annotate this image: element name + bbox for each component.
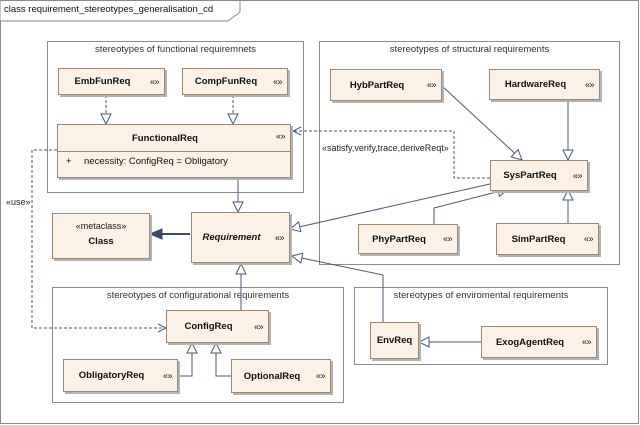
attribute-necessity: necessity: ConfigReq = Obligatory — [84, 156, 228, 167]
class-hyb-part-req[interactable]: HybPartReq «» — [330, 69, 442, 101]
class-optional-req-name: OptionalReq — [243, 370, 301, 382]
package-structural-title: stereotypes of structural requirements — [389, 44, 550, 55]
class-requirement-name: Requirement — [202, 232, 261, 243]
class-config-req[interactable]: ConfigReq «» — [166, 310, 269, 343]
stereotype-icon: «» — [584, 79, 595, 89]
stereotype-icon: «» — [583, 233, 594, 244]
stereotype-icon: «» — [275, 131, 286, 141]
class-hardware-req-name: HardwareReq — [504, 79, 567, 90]
edge-syspart-satisfy-functional — [293, 131, 490, 179]
stereotype-icon: «» — [149, 76, 160, 86]
package-configurational-title: stereotypes of configurational requireme… — [106, 290, 290, 301]
class-sys-part-req[interactable]: SysPartReq «» — [490, 160, 588, 191]
stereotype-icon: «» — [253, 321, 264, 331]
class-sim-part-req[interactable]: SimPartReq «» — [496, 223, 599, 255]
edge-envreq-to-requirement — [292, 256, 384, 322]
diagram-title: class requirement_stereotypes_generalisa… — [4, 4, 214, 15]
use-dependency-label: «use» — [6, 197, 31, 207]
class-hyb-part-req-name: HybPartReq — [349, 79, 405, 91]
stereotype-icon: «» — [572, 170, 583, 180]
attribute-visibility: + — [66, 156, 72, 167]
class-phy-part-req[interactable]: PhyPartReq «» — [358, 224, 458, 254]
edge-phypart-to-syspart — [433, 189, 508, 224]
class-env-req-name: EnvReq — [376, 335, 413, 346]
edge-functional-use-configreq — [31, 149, 166, 328]
class-obligatory-req-name: ObligatoryReq — [78, 370, 145, 381]
stereotype-icon: «» — [581, 336, 592, 347]
class-sim-part-req-name: SimPartReq — [511, 233, 566, 245]
attribute-compartment: + necessity: ConfigReq = Obligatory — [58, 151, 290, 177]
stereotype-icon: «» — [315, 370, 326, 381]
class-emb-fun-req[interactable]: EmbFunReq «» — [58, 68, 165, 95]
class-exog-agent-req-name: ExogAgentReq — [495, 336, 565, 348]
class-functional-req-name: FunctionalReq — [132, 132, 198, 144]
class-requirement[interactable]: Requirement «» — [191, 212, 290, 263]
stereotype-icon: «» — [162, 370, 173, 380]
stereotype-icon: «» — [442, 233, 453, 244]
stereotype-icon: «» — [272, 76, 283, 86]
package-functional-title: stereotypes of functional requiremnets — [94, 44, 257, 55]
class-emb-fun-req-name: EmbFunReq — [74, 76, 131, 87]
class-env-req[interactable]: EnvReq — [370, 322, 419, 359]
edge-obligatory-to-configreq — [178, 343, 192, 377]
class-config-req-name: ConfigReq — [184, 321, 233, 332]
class-comp-fun-req[interactable]: CompFunReq «» — [182, 68, 288, 95]
stereotype-icon: «» — [426, 79, 437, 90]
class-functional-req[interactable]: FunctionalReq «» + necessity: ConfigReq … — [57, 124, 291, 178]
class-exog-agent-req[interactable]: ExogAgentReq «» — [481, 326, 597, 358]
class-sys-part-req-name: SysPartReq — [503, 170, 557, 181]
edge-hybpart-to-syspart — [441, 85, 522, 160]
class-optional-req[interactable]: OptionalReq «» — [231, 359, 331, 393]
satisfy-dependency-label: «satisfy,verify,trace,deriveReqt» — [322, 143, 449, 153]
class-hardware-req[interactable]: HardwareReq «» — [489, 69, 600, 100]
class-obligatory-req[interactable]: ObligatoryReq «» — [63, 359, 178, 392]
edge-optional-to-configreq — [216, 343, 231, 377]
frame-title-tab — [0, 0, 241, 22]
package-environmental-title: stereotypes of enviromental requirements — [393, 290, 569, 301]
class-comp-fun-req-name: CompFunReq — [194, 76, 258, 87]
edge-syspart-to-requirement — [290, 183, 491, 229]
metaclass-name: Class — [88, 236, 114, 247]
stereotype-icon: «» — [274, 232, 285, 242]
class-metaclass[interactable]: «metaclass» Class — [52, 213, 150, 259]
metaclass-stereotype: «metaclass» — [75, 221, 127, 231]
class-phy-part-req-name: PhyPartReq — [372, 233, 426, 245]
